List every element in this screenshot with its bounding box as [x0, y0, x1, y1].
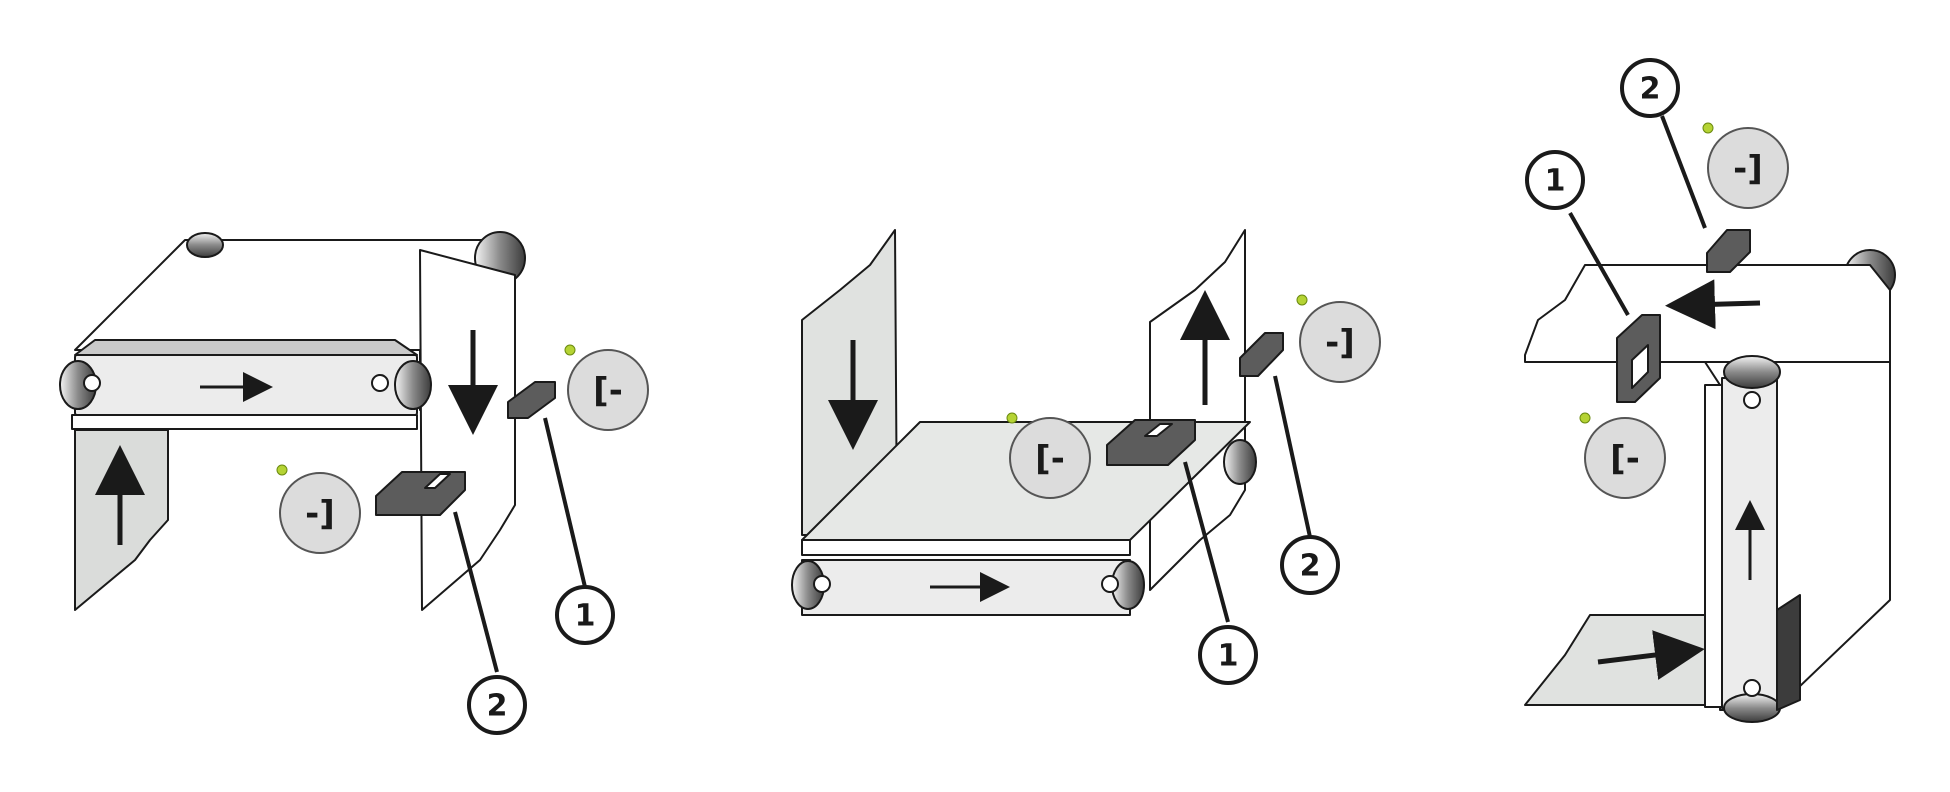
- bolt-left: [813, 575, 831, 593]
- callout-number: 2: [487, 689, 508, 724]
- sensor-badge-circle: [279, 472, 361, 554]
- bolt-bottom: [1743, 679, 1761, 697]
- fork-sensor-2: [1706, 229, 1751, 273]
- callout-circle: [555, 585, 615, 645]
- sensor-badge: [-: [564, 344, 649, 431]
- sensor-badge-circle: [1707, 127, 1789, 209]
- callout-2: 2: [1620, 58, 1680, 118]
- sheet-top-left: [1524, 264, 1891, 363]
- sheet-left-vertical: [801, 229, 898, 536]
- leader-line-2: [1273, 375, 1312, 538]
- callout-1: 1: [1525, 150, 1585, 210]
- sensor-symbol: [-: [593, 371, 623, 411]
- callout-2: 2: [467, 675, 527, 735]
- sensor-symbol: [-: [1610, 439, 1640, 479]
- callout-number: 2: [1640, 72, 1661, 107]
- callout-circle: [1525, 150, 1585, 210]
- sensor-badge: -]: [276, 464, 361, 554]
- indicator-dot-icon: [276, 464, 288, 476]
- leader-line-1: [1568, 212, 1630, 316]
- roller-vertical-top: [1723, 355, 1781, 389]
- sensor-symbol: -]: [1325, 323, 1355, 363]
- sensor-badge: -]: [1296, 294, 1381, 383]
- roller-vertical-bottom: [1723, 693, 1781, 723]
- indicator-dot-icon: [1296, 294, 1308, 306]
- indicator-dot-icon: [1006, 412, 1018, 424]
- conveyor-front-bar: [74, 354, 418, 416]
- roller-back-left: [186, 232, 224, 258]
- roller-side-right: [1223, 439, 1257, 485]
- leader-line-2: [453, 511, 499, 673]
- panel-1: [59, 231, 587, 673]
- callout-number: 1: [1545, 164, 1566, 199]
- indicator-dot-icon: [1579, 412, 1591, 424]
- callout-number: 1: [1218, 639, 1239, 674]
- fork-sensor-2: [375, 471, 466, 516]
- fork-slot: [1144, 423, 1173, 437]
- leader-line-1: [543, 417, 587, 588]
- roller-front-right: [394, 360, 432, 410]
- conveyor-vertical-edge: [1704, 384, 1723, 708]
- fork-sensor-1: [507, 381, 556, 419]
- sensor-badge: -]: [1702, 122, 1789, 209]
- fork-slot: [424, 473, 451, 489]
- indicator-dot-icon: [1702, 122, 1714, 134]
- sensor-badge: [-: [1006, 412, 1091, 499]
- bolt-left: [83, 374, 101, 392]
- callout-layer: 1 2 1 2 1 2: [467, 58, 1680, 735]
- sensor-badge: [-: [1579, 412, 1666, 499]
- fork-sensor-1: [1106, 419, 1196, 466]
- panel-3: [1524, 115, 1896, 723]
- leader-line-2: [1660, 115, 1707, 229]
- callout-number: 2: [1300, 549, 1321, 584]
- callout-circle: [467, 675, 527, 735]
- fork-slot: [1631, 344, 1649, 389]
- belt-side-shade: [1776, 594, 1801, 711]
- callout-circle: [1620, 58, 1680, 118]
- sensor-badge-circle: [1299, 301, 1381, 383]
- conveyor-base-plate: [71, 414, 418, 430]
- sensor-symbol: -]: [305, 494, 335, 534]
- sensor-symbol: -]: [1733, 149, 1763, 189]
- arrow-right-icon: [1597, 630, 1705, 680]
- bolt-right: [1101, 575, 1119, 593]
- callout-1: 1: [1198, 625, 1258, 685]
- sensor-badge-layer: [- -] [- -] -] [-: [276, 122, 1789, 554]
- indicator-dot-icon: [564, 344, 576, 356]
- leader-line-1: [1183, 461, 1230, 623]
- bolt-right: [371, 374, 389, 392]
- callout-circle: [1280, 535, 1340, 595]
- sheet-right-vertical: [1149, 229, 1246, 591]
- belt-edge: [801, 539, 1131, 556]
- callout-number: 1: [575, 599, 596, 634]
- callout-circle: [1198, 625, 1258, 685]
- arrow-left-icon: [1665, 279, 1761, 330]
- conveyor-front-top: [74, 339, 418, 356]
- callout-2: 2: [1280, 535, 1340, 595]
- sensor-badge-circle: [567, 349, 649, 431]
- fork-sensor-2: [1239, 332, 1284, 377]
- bolt-top: [1743, 391, 1761, 409]
- sensor-symbol: [-: [1035, 439, 1065, 479]
- sensor-badge-circle: [1009, 417, 1091, 499]
- callout-1: 1: [555, 585, 615, 645]
- sensor-badge-circle: [1584, 417, 1666, 499]
